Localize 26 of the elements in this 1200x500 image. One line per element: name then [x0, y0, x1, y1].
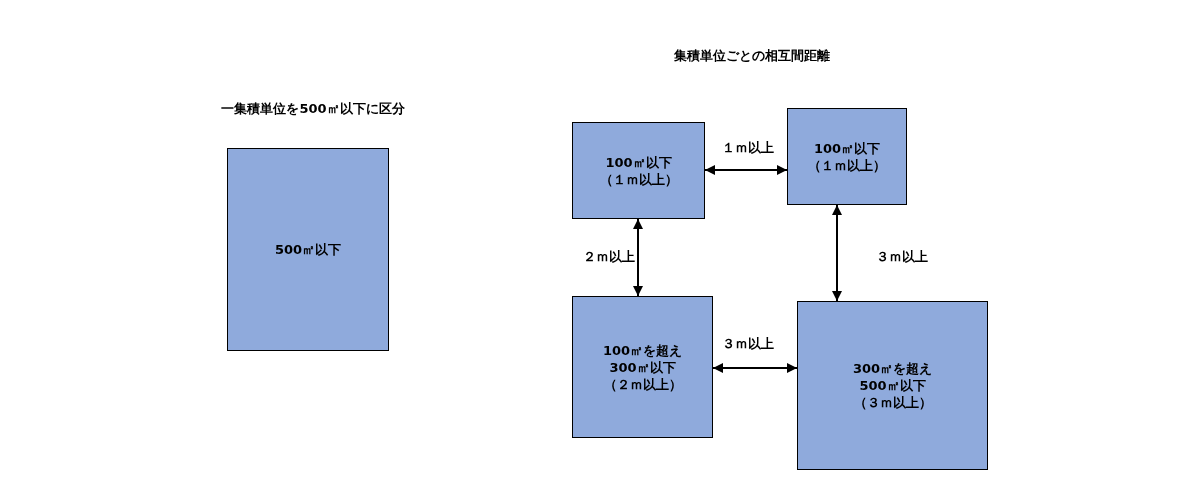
edge-label: ３ｍ以上 [876, 248, 928, 266]
box-text: （２ｍ以上） [603, 375, 682, 393]
double-arrow [633, 218, 643, 297]
heading: 一集積単位を500㎡以下に区分 [221, 100, 405, 118]
box-text: （１ｍ以上） [808, 156, 886, 174]
double-arrow [832, 204, 842, 302]
edge-label: ２ｍ以上 [583, 248, 635, 266]
area-box [787, 108, 907, 205]
box-text: 100㎡以下 [813, 139, 881, 157]
area-box [227, 148, 389, 351]
box-text: （３ｍ以上） [853, 394, 932, 411]
area-box [797, 301, 988, 470]
double-arrow [704, 165, 788, 175]
box-text: 100㎡以下 [605, 153, 672, 171]
double-arrow [712, 363, 798, 373]
heading: 集積単位ごとの相互間距離 [674, 47, 830, 65]
box-text: （１ｍ以上） [599, 170, 678, 188]
box-text: 300㎡を超え [852, 360, 933, 377]
box-text: 300㎡以下 [609, 358, 676, 376]
area-box [572, 296, 713, 438]
edge-label: ３ｍ以上 [722, 335, 774, 353]
area-box [572, 122, 705, 219]
box-text: 500㎡以下 [274, 241, 342, 258]
box-text: 100㎡を超え [602, 341, 683, 359]
edge-label: １ｍ以上 [722, 139, 774, 157]
box-text: 500㎡以下 [859, 377, 926, 394]
